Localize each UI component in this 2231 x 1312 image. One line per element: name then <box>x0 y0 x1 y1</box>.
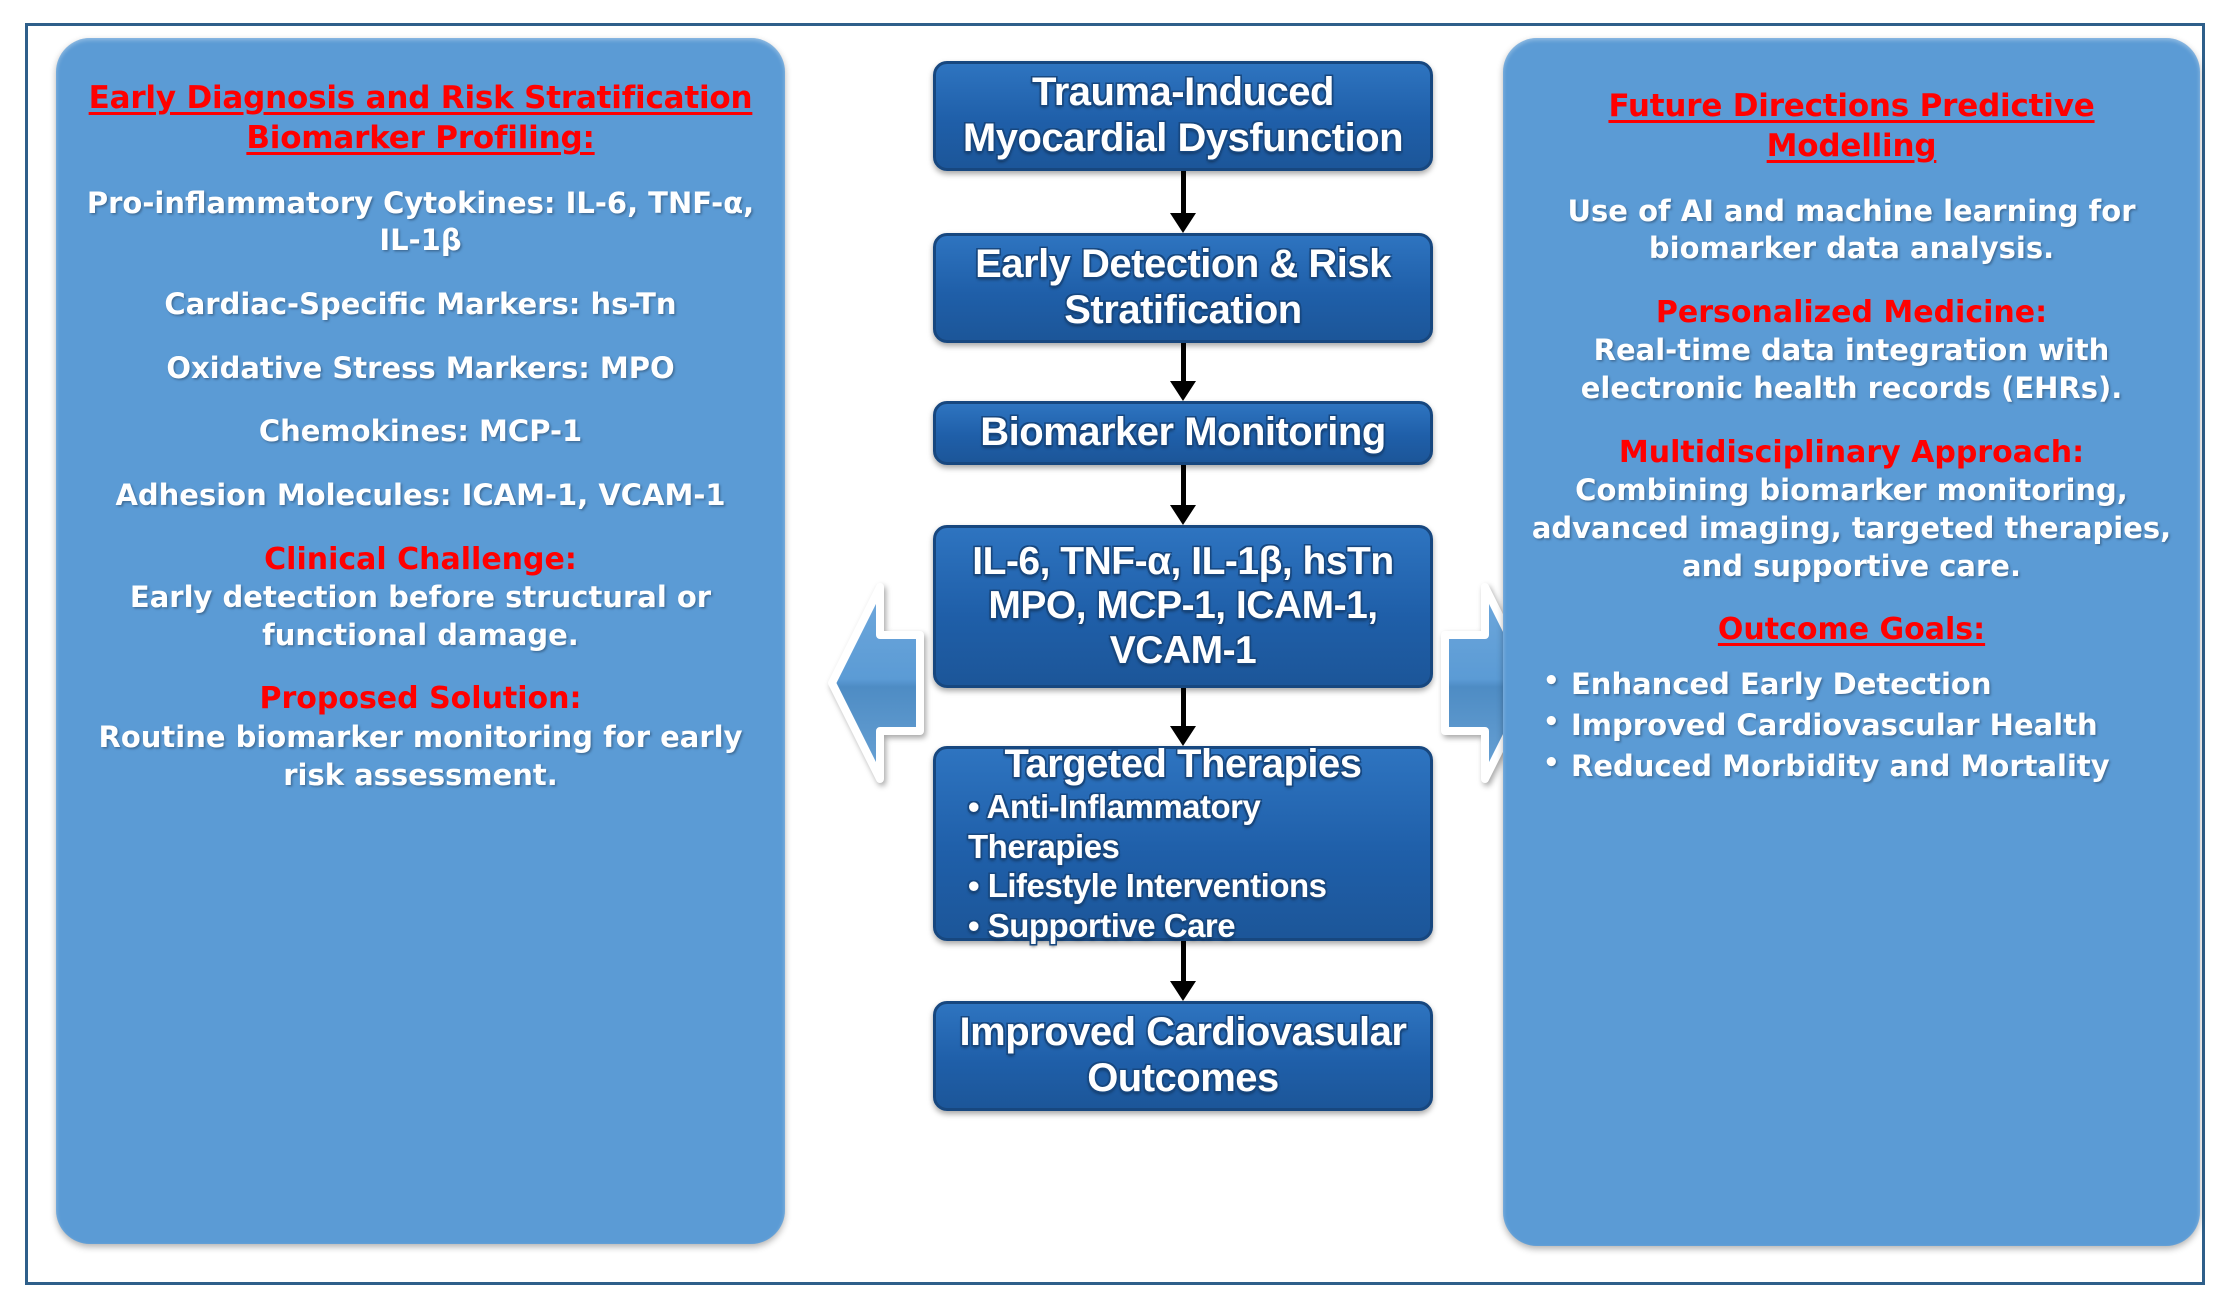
right-panel-intro: Use of AI and machine learning for bioma… <box>1567 193 2136 266</box>
left-panel-item-2: Oxidative Stress Markers: MPO <box>166 350 675 385</box>
outcome-goals-label: Outcome Goals: <box>1717 612 1986 648</box>
flow-node-therapies: Targeted Therapies Anti-Inflammatory The… <box>933 742 1433 944</box>
flow-node-trauma: Trauma-Induced Myocardial Dysfunction <box>933 61 1433 171</box>
flow-node-biomarkers-line2: MPO, MCP-1, ICAM-1, <box>988 584 1378 628</box>
flow-node-detection-line1: Early Detection & Risk <box>975 242 1391 287</box>
flow-node-trauma-line1: Trauma-Induced <box>1032 70 1334 115</box>
personalized-medicine-text: Real-time data integration with electron… <box>1580 333 2123 406</box>
outcome-goal-item: Improved Cardiovascular Health <box>1543 704 2178 746</box>
right-panel-heading: Future Directions Predictive Modelling <box>1525 86 2178 167</box>
left-panel-heading-line2: Biomarker Profiling: <box>246 120 595 157</box>
flow-node-outcomes-line1: Improved Cardiovasular <box>959 1010 1407 1055</box>
arrow-pointing-left-icon <box>828 581 924 785</box>
right-panel-heading-line2: Modelling <box>1766 128 1937 165</box>
flow-node-monitor: Biomarker Monitoring <box>933 401 1433 465</box>
outcome-goals-list: Enhanced Early Detection Improved Cardio… <box>1525 663 2178 788</box>
flow-node-therapies-bullet-2: Supportive Care <box>946 906 1420 946</box>
proposed-solution-label: Proposed Solution: <box>259 681 582 717</box>
right-panel: Future Directions Predictive Modelling U… <box>1503 38 2200 1246</box>
flow-node-therapies-bullet-1: Lifestyle Interventions <box>946 866 1420 906</box>
left-panel-item-3: Chemokines: MCP-1 <box>258 414 583 449</box>
left-panel: Early Diagnosis and Risk Stratification … <box>56 38 785 1244</box>
clinical-challenge-label: Clinical Challenge: <box>264 541 577 577</box>
center-flowchart: Trauma-Induced Myocardial Dysfunction Ea… <box>933 61 1433 1306</box>
flow-node-outcomes-line2: Outcomes <box>1087 1056 1279 1100</box>
flow-node-biomarkers: IL-6, TNF-α, IL-1β, hsTn MPO, MCP-1, ICA… <box>933 525 1433 688</box>
flow-node-biomarkers-line1: IL-6, TNF-α, IL-1β, hsTn <box>972 539 1394 583</box>
left-panel-item-0: Pro-inflammatory Cytokines: IL-6, TNF-α,… <box>86 185 755 258</box>
proposed-solution-text: Routine biomarker monitoring for early r… <box>98 719 743 792</box>
left-panel-item-4: Adhesion Molecules: ICAM-1, VCAM-1 <box>115 478 726 513</box>
multidisciplinary-approach-label: Multidisciplinary Approach: <box>1618 434 2085 470</box>
outcome-goal-item: Reduced Morbidity and Mortality <box>1543 745 2178 787</box>
outcome-goal-item: Enhanced Early Detection <box>1543 663 2178 705</box>
flow-node-monitor-line1: Biomarker Monitoring <box>980 410 1386 455</box>
flow-node-outcomes: Improved Cardiovasular Outcomes <box>933 1001 1433 1111</box>
flow-node-biomarkers-line3: VCAM-1 <box>1109 628 1257 672</box>
clinical-challenge-text: Early detection before structural or fun… <box>129 580 712 652</box>
flow-node-therapies-bullet-0: Anti-Inflammatory Therapies <box>946 787 1420 866</box>
left-panel-heading: Early Diagnosis and Risk Stratification … <box>78 78 763 159</box>
flow-node-therapies-title: Targeted Therapies <box>1004 741 1362 786</box>
flow-node-trauma-line2: Myocardial Dysfunction <box>962 116 1404 160</box>
flow-node-detection-line2: Stratification <box>1064 288 1302 332</box>
left-panel-item-1: Cardiac-Specific Markers: hs-Tn <box>164 286 677 321</box>
arrow-pointing-right-icon <box>1441 581 1537 785</box>
right-panel-heading-line1: Future Directions Predictive <box>1608 88 2095 124</box>
left-panel-heading-line1: Early Diagnosis and Risk Stratification <box>88 80 753 116</box>
multidisciplinary-approach-text: Combining biomarker monitoring, advanced… <box>1531 473 2172 583</box>
flow-node-detection: Early Detection & Risk Stratification <box>933 233 1433 343</box>
diagram-frame: Early Diagnosis and Risk Stratification … <box>25 23 2205 1285</box>
personalized-medicine-label: Personalized Medicine: <box>1655 294 2048 330</box>
